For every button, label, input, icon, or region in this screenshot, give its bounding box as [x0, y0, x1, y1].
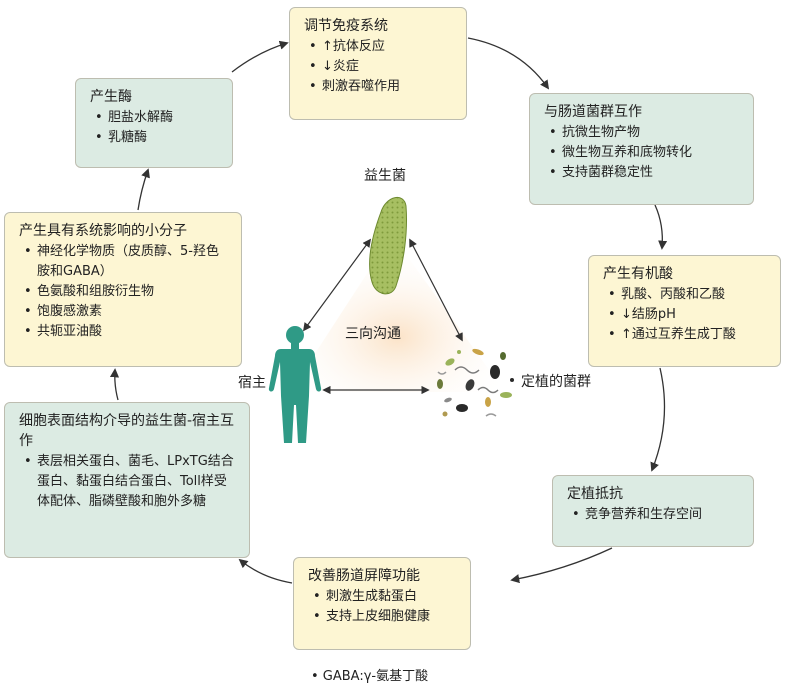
molecules-title: 产生具有系统影响的小分子 — [19, 223, 187, 239]
cycle-arrows — [109, 37, 668, 584]
arrow-molecules-to-enzymes — [137, 168, 150, 211]
acids-box: 产生有机酸 乳酸、丙酸和乙酸 ↓结肠pH ↑通过互养生成丁酸 — [588, 255, 781, 367]
triangle-label: 三向沟通 — [345, 326, 401, 342]
arrow-probiotic-microbiota — [409, 238, 463, 342]
molecules-item: 饱腹感激素 — [19, 302, 231, 322]
probiotic-bacterium-icon — [369, 197, 407, 295]
molecules-item: 色氨酸和组胺衍生物 — [19, 282, 231, 302]
microbiota-item: 支持菌群稳定性 — [544, 163, 743, 183]
triangle-arrows — [303, 238, 463, 395]
microbiota-item: 抗微生物产物 — [544, 123, 743, 143]
surface-title: 细胞表面结构介导的益生菌-宿主互作 — [19, 413, 235, 449]
surface-box: 细胞表面结构介导的益生菌-宿主互作 表层相关蛋白、菌毛、LPxTG结合蛋白、黏蛋… — [4, 402, 250, 558]
acids-item: 乳酸、丙酸和乙酸 — [603, 285, 770, 305]
acids-title: 产生有机酸 — [603, 266, 673, 282]
colonization-box: 定植抵抗 竞争营养和生存空间 — [552, 475, 754, 547]
colonization-title: 定植抵抗 — [567, 486, 623, 502]
immune-item: ↑抗体反应 — [304, 37, 456, 57]
surface-item: 表层相关蛋白、菌毛、LPxTG结合蛋白、黏蛋白结合蛋白、Toll样受体配体、脂磷… — [19, 452, 239, 512]
arrow-immune-to-microbiota — [467, 37, 550, 90]
microbiota-label: 定植的菌群 — [521, 374, 591, 390]
enzymes-title: 产生酶 — [90, 89, 132, 105]
arrow-barrier-to-surface — [238, 558, 293, 584]
immune-item: 刺激吞噬作用 — [304, 77, 456, 97]
barrier-item: 刺激生成黏蛋白 — [308, 587, 460, 607]
footnote: • GABA:γ-氨基丁酸 — [311, 669, 429, 684]
arrow-surface-to-molecules — [109, 368, 120, 401]
barrier-item: 支持上皮细胞健康 — [308, 607, 460, 627]
arrow-enzymes-to-immune — [231, 40, 289, 73]
arrow-microbiota-to-acids — [654, 204, 668, 250]
arrow-acids-to-colonization — [650, 367, 666, 472]
host-label: 宿主 — [238, 375, 266, 391]
immune-item: ↓炎症 — [304, 57, 456, 77]
enzymes-box: 产生酶 胆盐水解酶 乳糖酶 — [75, 78, 233, 168]
microbiota-title: 与肠道菌群互作 — [544, 104, 642, 120]
triangle-glow — [290, 235, 505, 392]
barrier-box: 改善肠道屏障功能 刺激生成黏蛋白 支持上皮细胞健康 — [293, 557, 471, 650]
acids-item: ↑通过互养生成丁酸 — [603, 325, 770, 345]
enzymes-item: 乳糖酶 — [90, 128, 222, 148]
probiotic-label: 益生菌 — [364, 168, 406, 184]
microbiota-item: 微生物互养和底物转化 — [544, 143, 743, 163]
molecules-item: 神经化学物质（皮质醇、5-羟色胺和GABA） — [19, 242, 231, 282]
barrier-title: 改善肠道屏障功能 — [308, 568, 420, 584]
host-human-icon — [268, 326, 322, 443]
microbiota-box: 与肠道菌群互作 抗微生物产物 微生物互养和底物转化 支持菌群稳定性 — [529, 93, 754, 205]
arrow-colonization-to-barrier — [510, 547, 613, 584]
colonization-item: 竞争营养和生存空间 — [567, 505, 743, 525]
microbiota-cluster-icon — [437, 348, 514, 417]
immune-title: 调节免疫系统 — [304, 18, 388, 34]
molecules-box: 产生具有系统影响的小分子 神经化学物质（皮质醇、5-羟色胺和GABA） 色氨酸和… — [4, 212, 242, 367]
immune-box: 调节免疫系统 ↑抗体反应 ↓炎症 刺激吞噬作用 — [289, 7, 467, 120]
molecules-item: 共轭亚油酸 — [19, 322, 231, 342]
enzymes-item: 胆盐水解酶 — [90, 108, 222, 128]
arrow-probiotic-host — [303, 238, 371, 332]
acids-item: ↓结肠pH — [603, 305, 770, 325]
